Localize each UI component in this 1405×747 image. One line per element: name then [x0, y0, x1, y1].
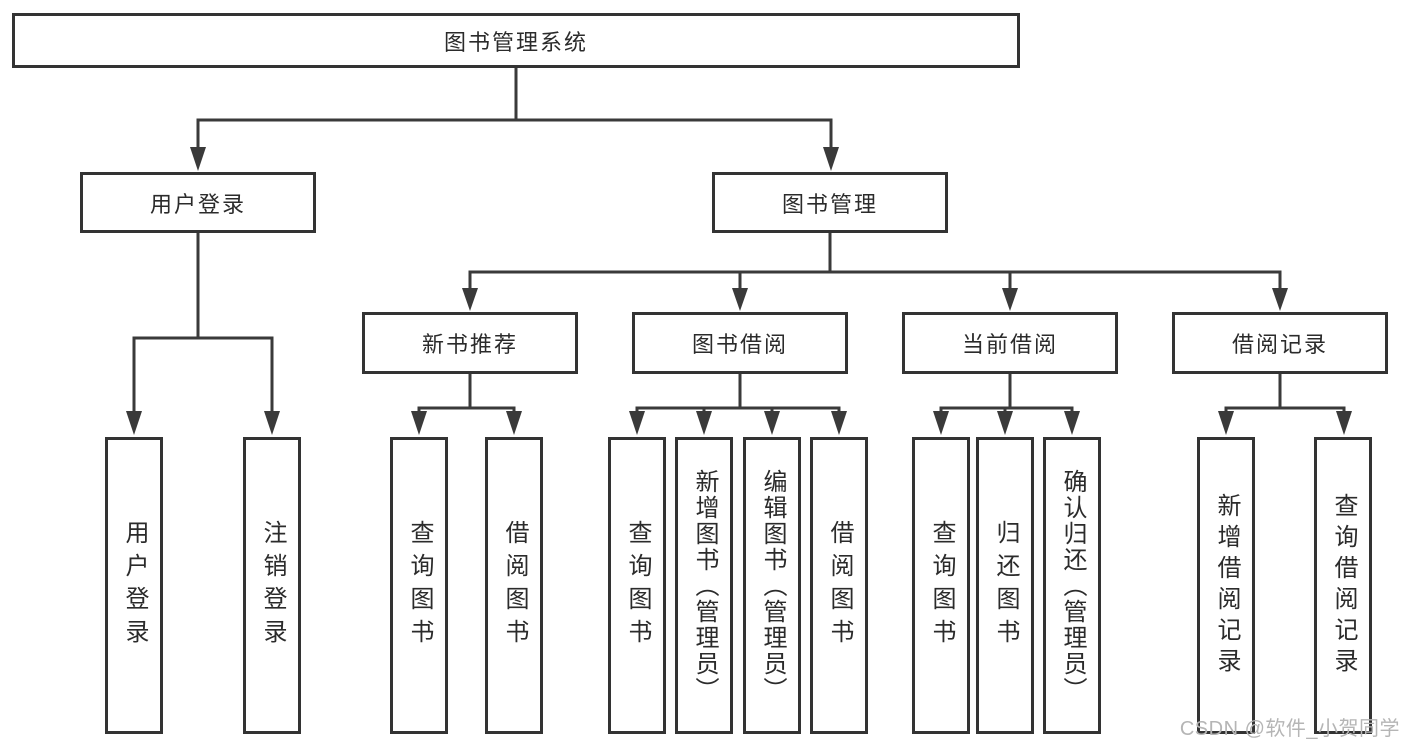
leaf-query-books-3-label: 查询图书 [928, 519, 955, 652]
node-book-management-label: 图书管理 [781, 191, 878, 217]
node-borrowing-records: 借阅记录 [1172, 312, 1388, 374]
leaf-confirm-return-admin-label: 确认归还（管理员） [1059, 468, 1086, 703]
leaf-query-borrow-record-label: 查询借阅记录 [1330, 492, 1357, 679]
arrowheads [126, 147, 1352, 435]
connector-root [196, 68, 833, 150]
leaf-query-books-1: 查询图书 [390, 437, 448, 734]
leaf-user-login-label: 用户登录 [121, 519, 148, 652]
node-current-borrowing: 当前借阅 [902, 312, 1118, 374]
node-library-management-system-label: 图书管理系统 [443, 29, 588, 55]
leaf-edit-book-admin-label: 编辑图书（管理员） [759, 468, 786, 703]
leaf-query-books-2-label: 查询图书 [624, 519, 651, 652]
connector-book-borrowing [635, 374, 841, 413]
node-user-login: 用户登录 [80, 172, 316, 233]
leaf-confirm-return-admin: 确认归还（管理员） [1043, 437, 1101, 734]
node-book-management: 图书管理 [712, 172, 948, 233]
leaf-query-books-3: 查询图书 [912, 437, 970, 734]
node-library-management-system: 图书管理系统 [12, 13, 1020, 68]
node-book-borrowing: 图书借阅 [632, 312, 848, 374]
leaf-add-book-admin-label: 新增图书（管理员） [691, 468, 718, 703]
leaf-user-login: 用户登录 [105, 437, 163, 734]
node-borrowing-records-label: 借阅记录 [1231, 332, 1328, 357]
leaf-add-book-admin: 新增图书（管理员） [675, 437, 733, 734]
connector-current-borrowing [939, 374, 1074, 413]
leaf-query-borrow-record: 查询借阅记录 [1314, 437, 1372, 734]
watermark: CSDN @软件_小贺同学 [1179, 718, 1400, 740]
leaf-add-borrow-record: 新增借阅记录 [1197, 437, 1255, 734]
node-new-book-recommendation-label: 新书推荐 [421, 332, 518, 357]
connector-new-book-recommendation [417, 374, 516, 413]
leaf-logout-label: 注销登录 [259, 519, 286, 652]
leaf-edit-book-admin: 编辑图书（管理员） [743, 437, 801, 734]
leaf-borrow-books-1-label: 借阅图书 [501, 519, 528, 652]
leaf-borrow-books-1: 借阅图书 [485, 437, 543, 734]
leaf-borrow-books-2-label: 借阅图书 [826, 519, 853, 652]
leaf-query-books-2: 查询图书 [608, 437, 666, 734]
node-new-book-recommendation: 新书推荐 [362, 312, 578, 374]
node-current-borrowing-label: 当前借阅 [961, 332, 1058, 357]
node-user-login-label: 用户登录 [149, 191, 246, 217]
leaf-borrow-books-2: 借阅图书 [810, 437, 868, 734]
leaf-return-books: 归还图书 [976, 437, 1034, 734]
connector-borrowing-records [1224, 374, 1346, 413]
leaf-logout: 注销登录 [243, 437, 301, 734]
connector-user-login [132, 233, 274, 412]
leaf-add-borrow-record-label: 新增借阅记录 [1213, 492, 1240, 679]
leaf-return-books-label: 归还图书 [992, 519, 1019, 652]
connector-book-management [468, 233, 1282, 290]
leaf-query-books-1-label: 查询图书 [406, 519, 433, 652]
node-book-borrowing-label: 图书借阅 [691, 332, 788, 357]
